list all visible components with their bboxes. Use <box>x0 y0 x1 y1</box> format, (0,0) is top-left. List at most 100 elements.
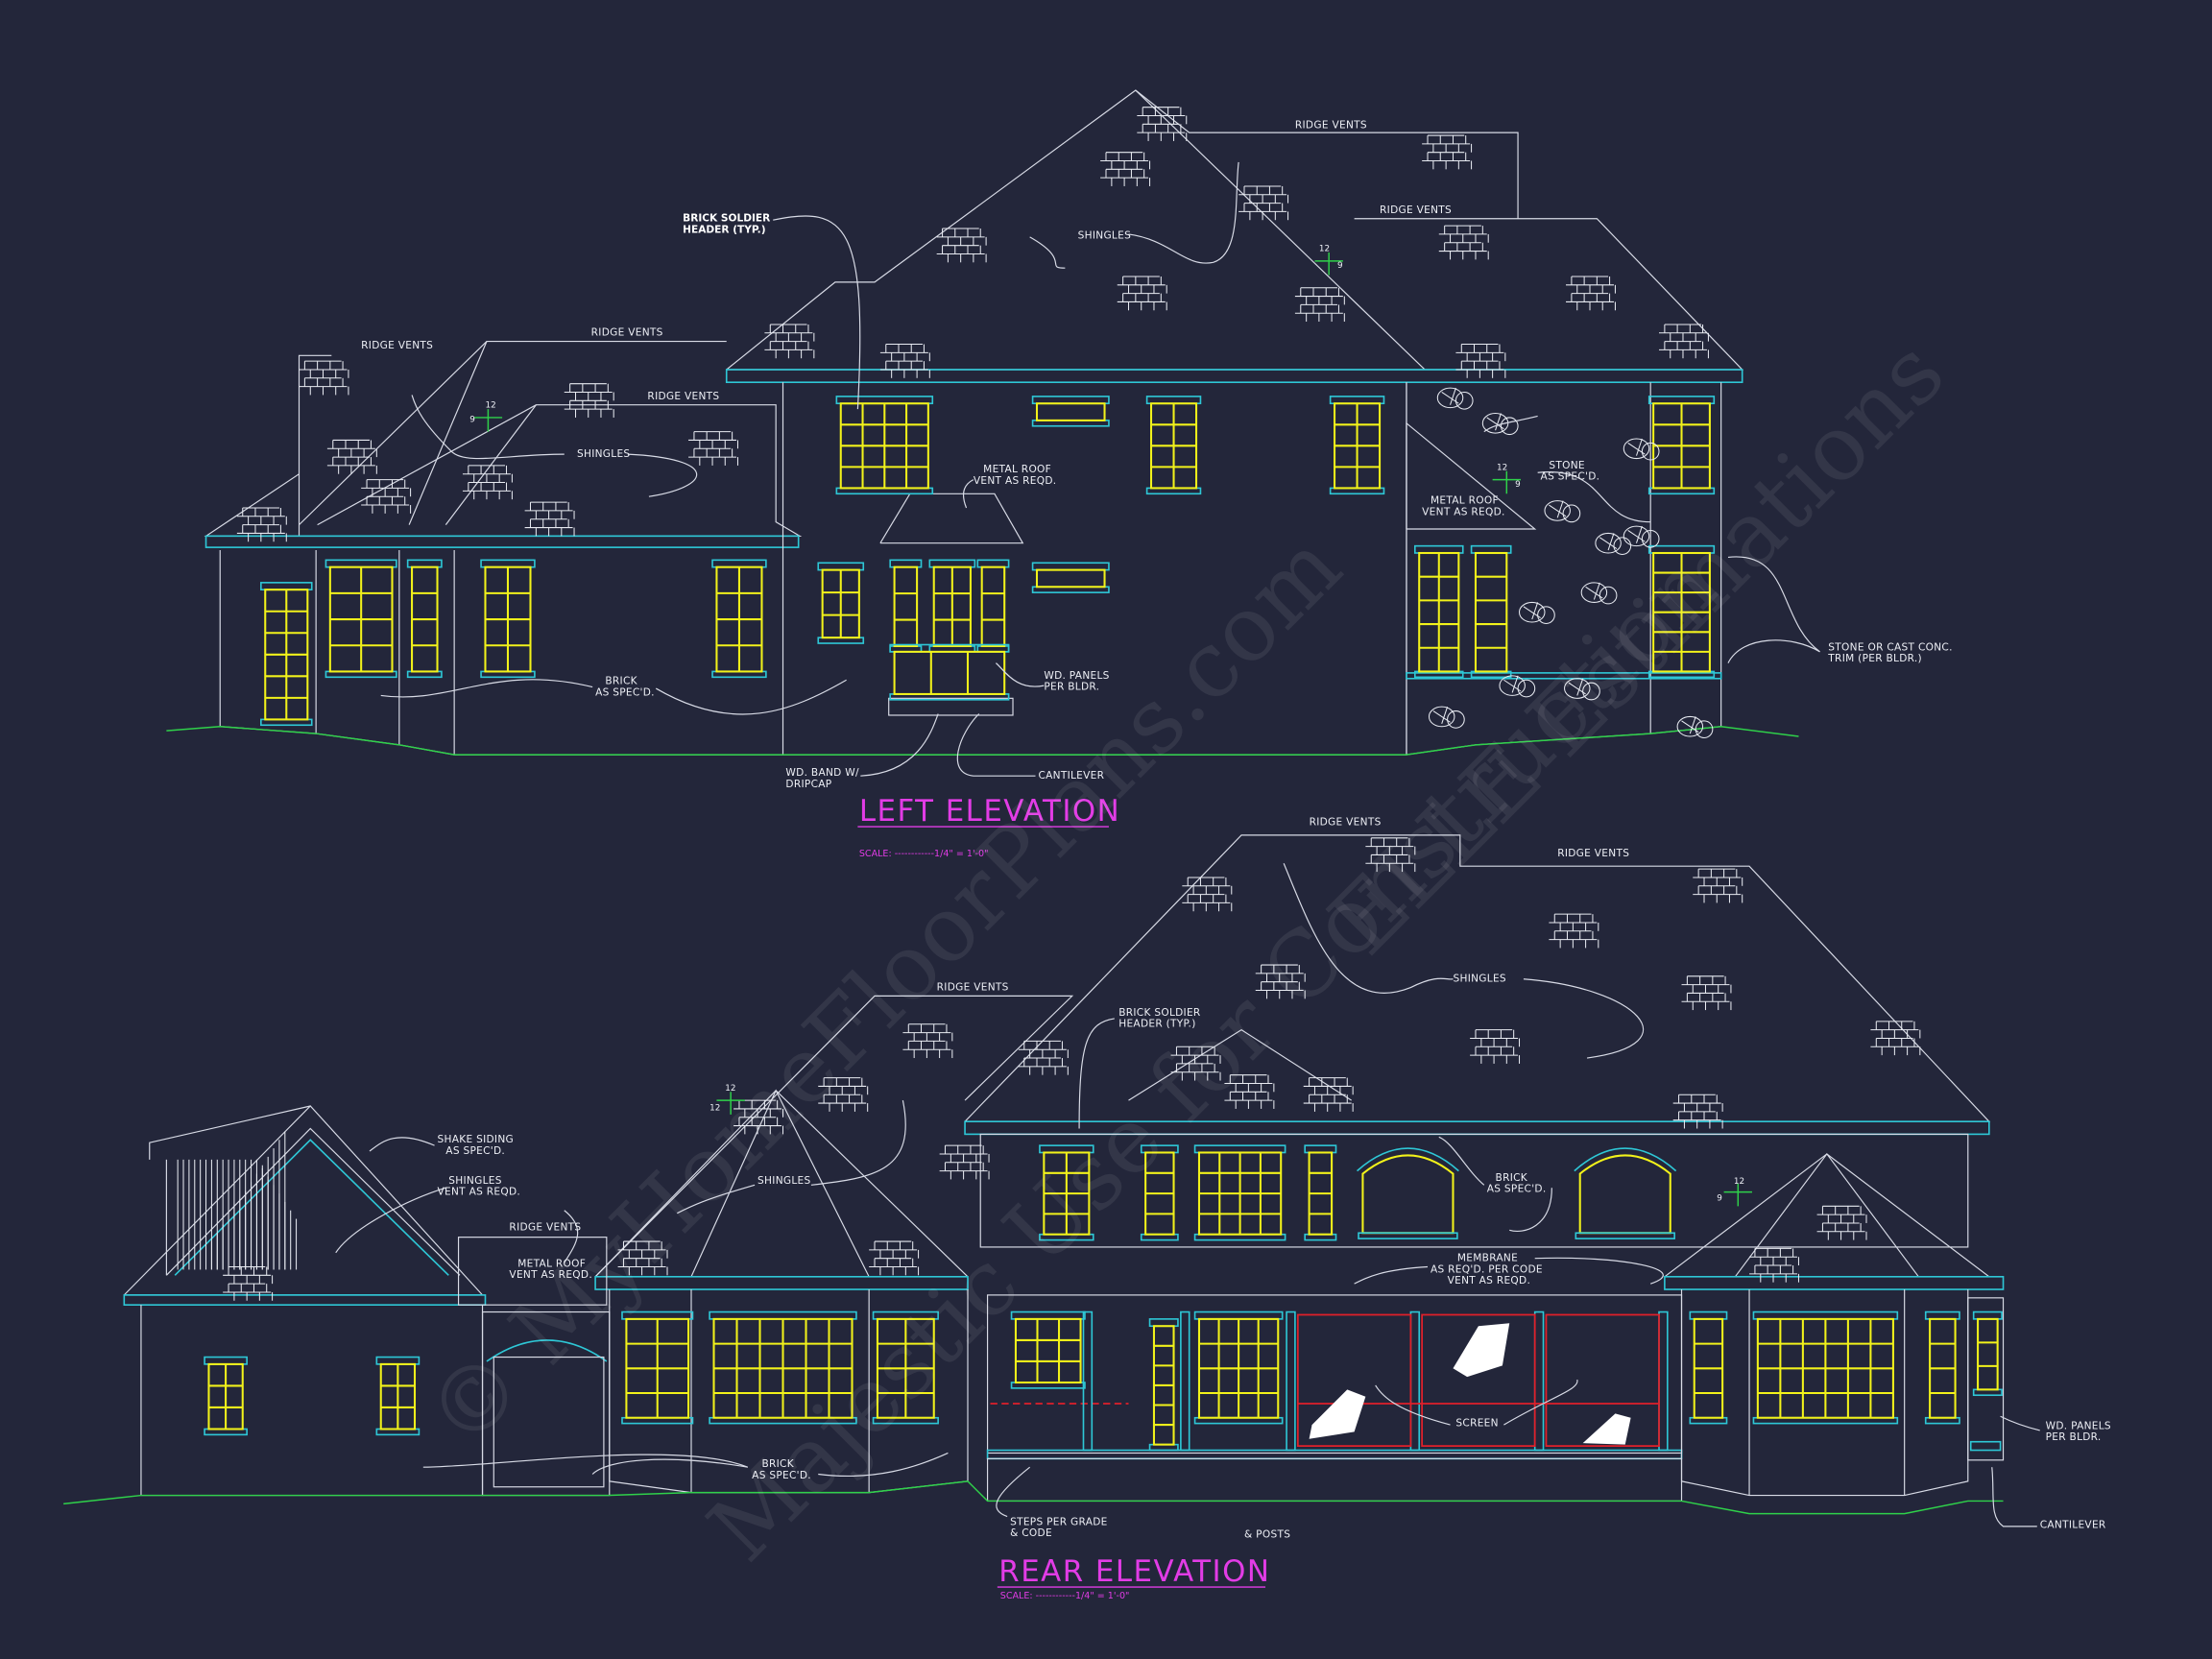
porch-posts <box>1082 1310 1669 1452</box>
label-wd-panels: PER BLDR. <box>2046 1431 2102 1443</box>
label-brick: BRICK <box>761 1458 794 1470</box>
stone-hatch-icon <box>1595 532 1632 555</box>
rear-windows <box>204 1144 2003 1452</box>
label-posts: & POSTS <box>1244 1529 1290 1541</box>
window <box>1924 1310 1960 1425</box>
rear-annotations: RIDGE VENTS RIDGE VENTS RIDGE VENTS RIDG… <box>438 817 2111 1541</box>
brick-hatch-icon <box>1224 1074 1275 1109</box>
brick-hatch-icon <box>1238 185 1289 221</box>
label-steps: STEPS PER GRADE <box>1010 1516 1108 1527</box>
left-elevation: 12 9 12 9 12 9 BRICK SOLDIER HEADER (TYP… <box>166 89 1952 859</box>
brick-hatch-icon <box>1693 868 1743 903</box>
label-ridge-vents: RIDGE VENTS <box>1310 817 1382 829</box>
label-wd-panels: WD. PANELS <box>1044 670 1109 682</box>
brick-hatch-icon <box>902 1023 953 1059</box>
brick-hatch-icon <box>1170 1046 1221 1081</box>
label-steps: & CODE <box>1010 1527 1052 1539</box>
left-windows <box>260 396 1716 727</box>
brick-hatch-icon <box>326 439 377 474</box>
label-metal-roof: METAL ROOF <box>983 464 1051 475</box>
label-screen: SCREEN <box>1455 1418 1498 1430</box>
label-shake-siding: AS SPEC'D. <box>445 1145 505 1157</box>
label-shake-siding: SHAKE SIDING <box>438 1134 515 1145</box>
shake-siding-hatch <box>177 1131 298 1270</box>
stone-hatch-icon <box>1623 438 1660 461</box>
label-brick-soldier: HEADER (TYP.) <box>1118 1019 1195 1030</box>
brick-hatch-icon <box>688 431 739 466</box>
window <box>204 1356 248 1436</box>
brick-hatch-icon <box>1422 134 1473 170</box>
label-metal-roof: VENT AS REQD. <box>1422 506 1505 517</box>
left-elevation-title: LEFT ELEVATION <box>859 794 1120 829</box>
brick-hatch-icon <box>869 1240 920 1276</box>
window <box>1031 396 1110 427</box>
brick-hatch-icon <box>1870 1021 1921 1056</box>
label-brick: AS SPEC'D. <box>1487 1184 1547 1195</box>
brick-hatch-icon <box>1470 1029 1521 1064</box>
brick-hatch-icon <box>1672 1094 1723 1129</box>
window <box>1010 1310 1086 1389</box>
stone-hatch-icon <box>1519 601 1555 624</box>
left-stone-hatches <box>1428 387 1714 739</box>
pitch-run: 9 <box>469 415 475 424</box>
label-cantilever: CANTILEVER <box>1038 770 1104 781</box>
window <box>1031 562 1110 593</box>
brick-hatch-icon <box>564 383 614 418</box>
stone-hatch-icon <box>1436 387 1474 410</box>
brick-hatch-icon <box>939 1144 990 1180</box>
brick-hatch-icon <box>1100 152 1151 186</box>
brick-hatch-icon <box>818 1077 869 1112</box>
window <box>1329 396 1385 495</box>
label-brick-soldier: BRICK SOLDIER <box>1118 1007 1201 1019</box>
label-membrane: AS REQ'D. PER CODE <box>1431 1263 1543 1275</box>
rear-brick-hatches <box>223 837 1921 1301</box>
label-cantilever: CANTILEVER <box>2040 1519 2106 1530</box>
window <box>1413 544 1464 679</box>
rear-grade-line <box>63 1480 2004 1515</box>
window <box>1647 396 1716 495</box>
brick-hatch-icon <box>299 360 349 396</box>
rear-leaders <box>335 863 2040 1527</box>
label-shingles: SHINGLES <box>757 1175 810 1187</box>
brick-hatch-icon <box>1294 287 1345 323</box>
brick-hatch-icon <box>1438 225 1489 260</box>
brick-hatch-icon <box>1816 1205 1867 1240</box>
brick-hatch-icon <box>617 1240 668 1276</box>
brick-hatch-icon <box>764 324 815 359</box>
rear-elevation-title: REAR ELEVATION <box>998 1554 1270 1589</box>
label-ridge-vents: RIDGE VENTS <box>509 1221 581 1233</box>
label-stone-trim: STONE OR CAST CONC. <box>1828 641 1952 653</box>
window <box>375 1356 421 1436</box>
label-brick: AS SPEC'D. <box>752 1470 811 1481</box>
brick-hatch-icon <box>1018 1040 1069 1075</box>
label-ridge-vents: RIDGE VENTS <box>1295 120 1367 132</box>
label-shingles: SHINGLES <box>1078 229 1131 241</box>
pitch-rise: 12 <box>485 401 495 411</box>
stone-hatch-icon <box>1564 678 1600 701</box>
left-annotations: BRICK SOLDIER HEADER (TYP.) RIDGE VENTS … <box>361 120 1952 790</box>
stone-hatch-icon <box>1428 706 1465 729</box>
rear-elevation-scale: SCALE: ------------1/4" = 1'-0" <box>1000 1591 1130 1601</box>
window <box>1193 1310 1284 1425</box>
pitch-run: 12 <box>709 1103 720 1113</box>
screen-panels <box>1296 1313 1660 1448</box>
window <box>1145 396 1202 495</box>
brick-hatch-icon <box>223 1265 274 1301</box>
brick-hatch-icon <box>1749 1247 1799 1283</box>
label-shingles: SHINGLES <box>1453 974 1505 985</box>
stone-hatch-icon <box>1623 525 1660 548</box>
pitch-rise: 12 <box>725 1084 735 1094</box>
window <box>817 562 865 644</box>
label-metal-roof: METAL ROOF <box>517 1259 586 1270</box>
window <box>889 559 923 653</box>
label-ridge-vents: RIDGE VENTS <box>1557 848 1629 859</box>
pitch-rise: 12 <box>1734 1177 1744 1187</box>
label-shingles-vent: SHINGLES <box>448 1175 501 1187</box>
rear-elevation: 12 12 12 9 RIDGE VENTS RIDGE VENTS RIDGE… <box>63 817 2111 1601</box>
brick-hatch-icon <box>1137 107 1188 141</box>
label-stone-trim: TRIM (PER BLDR.) <box>1827 653 1922 664</box>
window <box>325 559 397 679</box>
window <box>1752 1310 1899 1425</box>
stone-hatch-icon <box>1580 582 1618 605</box>
